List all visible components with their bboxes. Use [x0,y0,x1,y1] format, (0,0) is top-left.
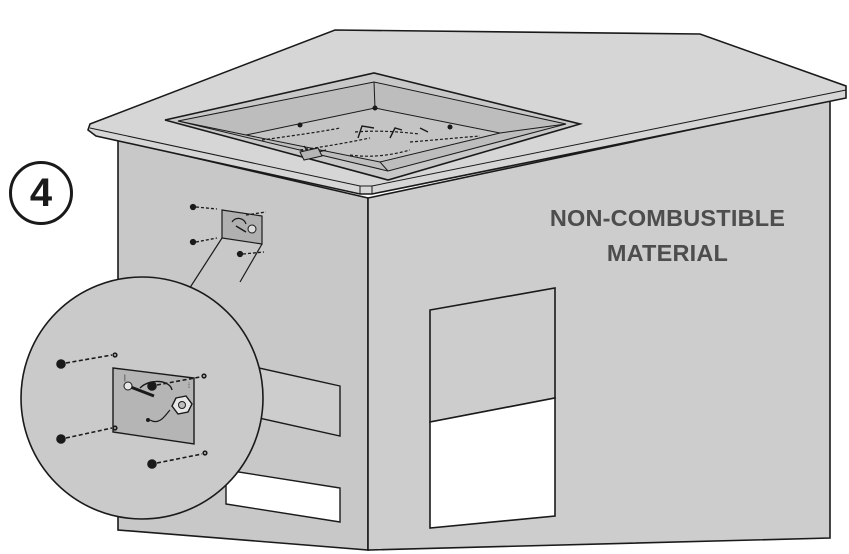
screw-icon [189,238,197,246]
step-number: 4 [29,170,53,215]
svg-text:⁞: ⁞ [188,383,190,390]
side-vent-lower [225,469,341,523]
non-combustible-label: NON-COMBUSTIBLE MATERIAL [520,201,815,271]
label-line-1: NON-COMBUSTIBLE [549,205,786,231]
screw-icon [147,381,157,391]
screw-icon [147,459,157,469]
screw-icon [56,359,66,369]
label-line-2: MATERIAL [606,240,729,266]
fire-pit-opening [164,72,584,181]
leader-line [239,243,263,283]
front-access-door [429,287,556,529]
svg-text:|: | [124,375,126,382]
screw-icon [236,250,244,258]
step-number-badge: 4 [9,161,73,225]
magnified-detail: | ⁞ [20,276,264,520]
small-screws [189,203,267,258]
screw-icon [56,434,66,444]
screw-icon [189,203,197,211]
ignition-plate-small [221,209,263,245]
